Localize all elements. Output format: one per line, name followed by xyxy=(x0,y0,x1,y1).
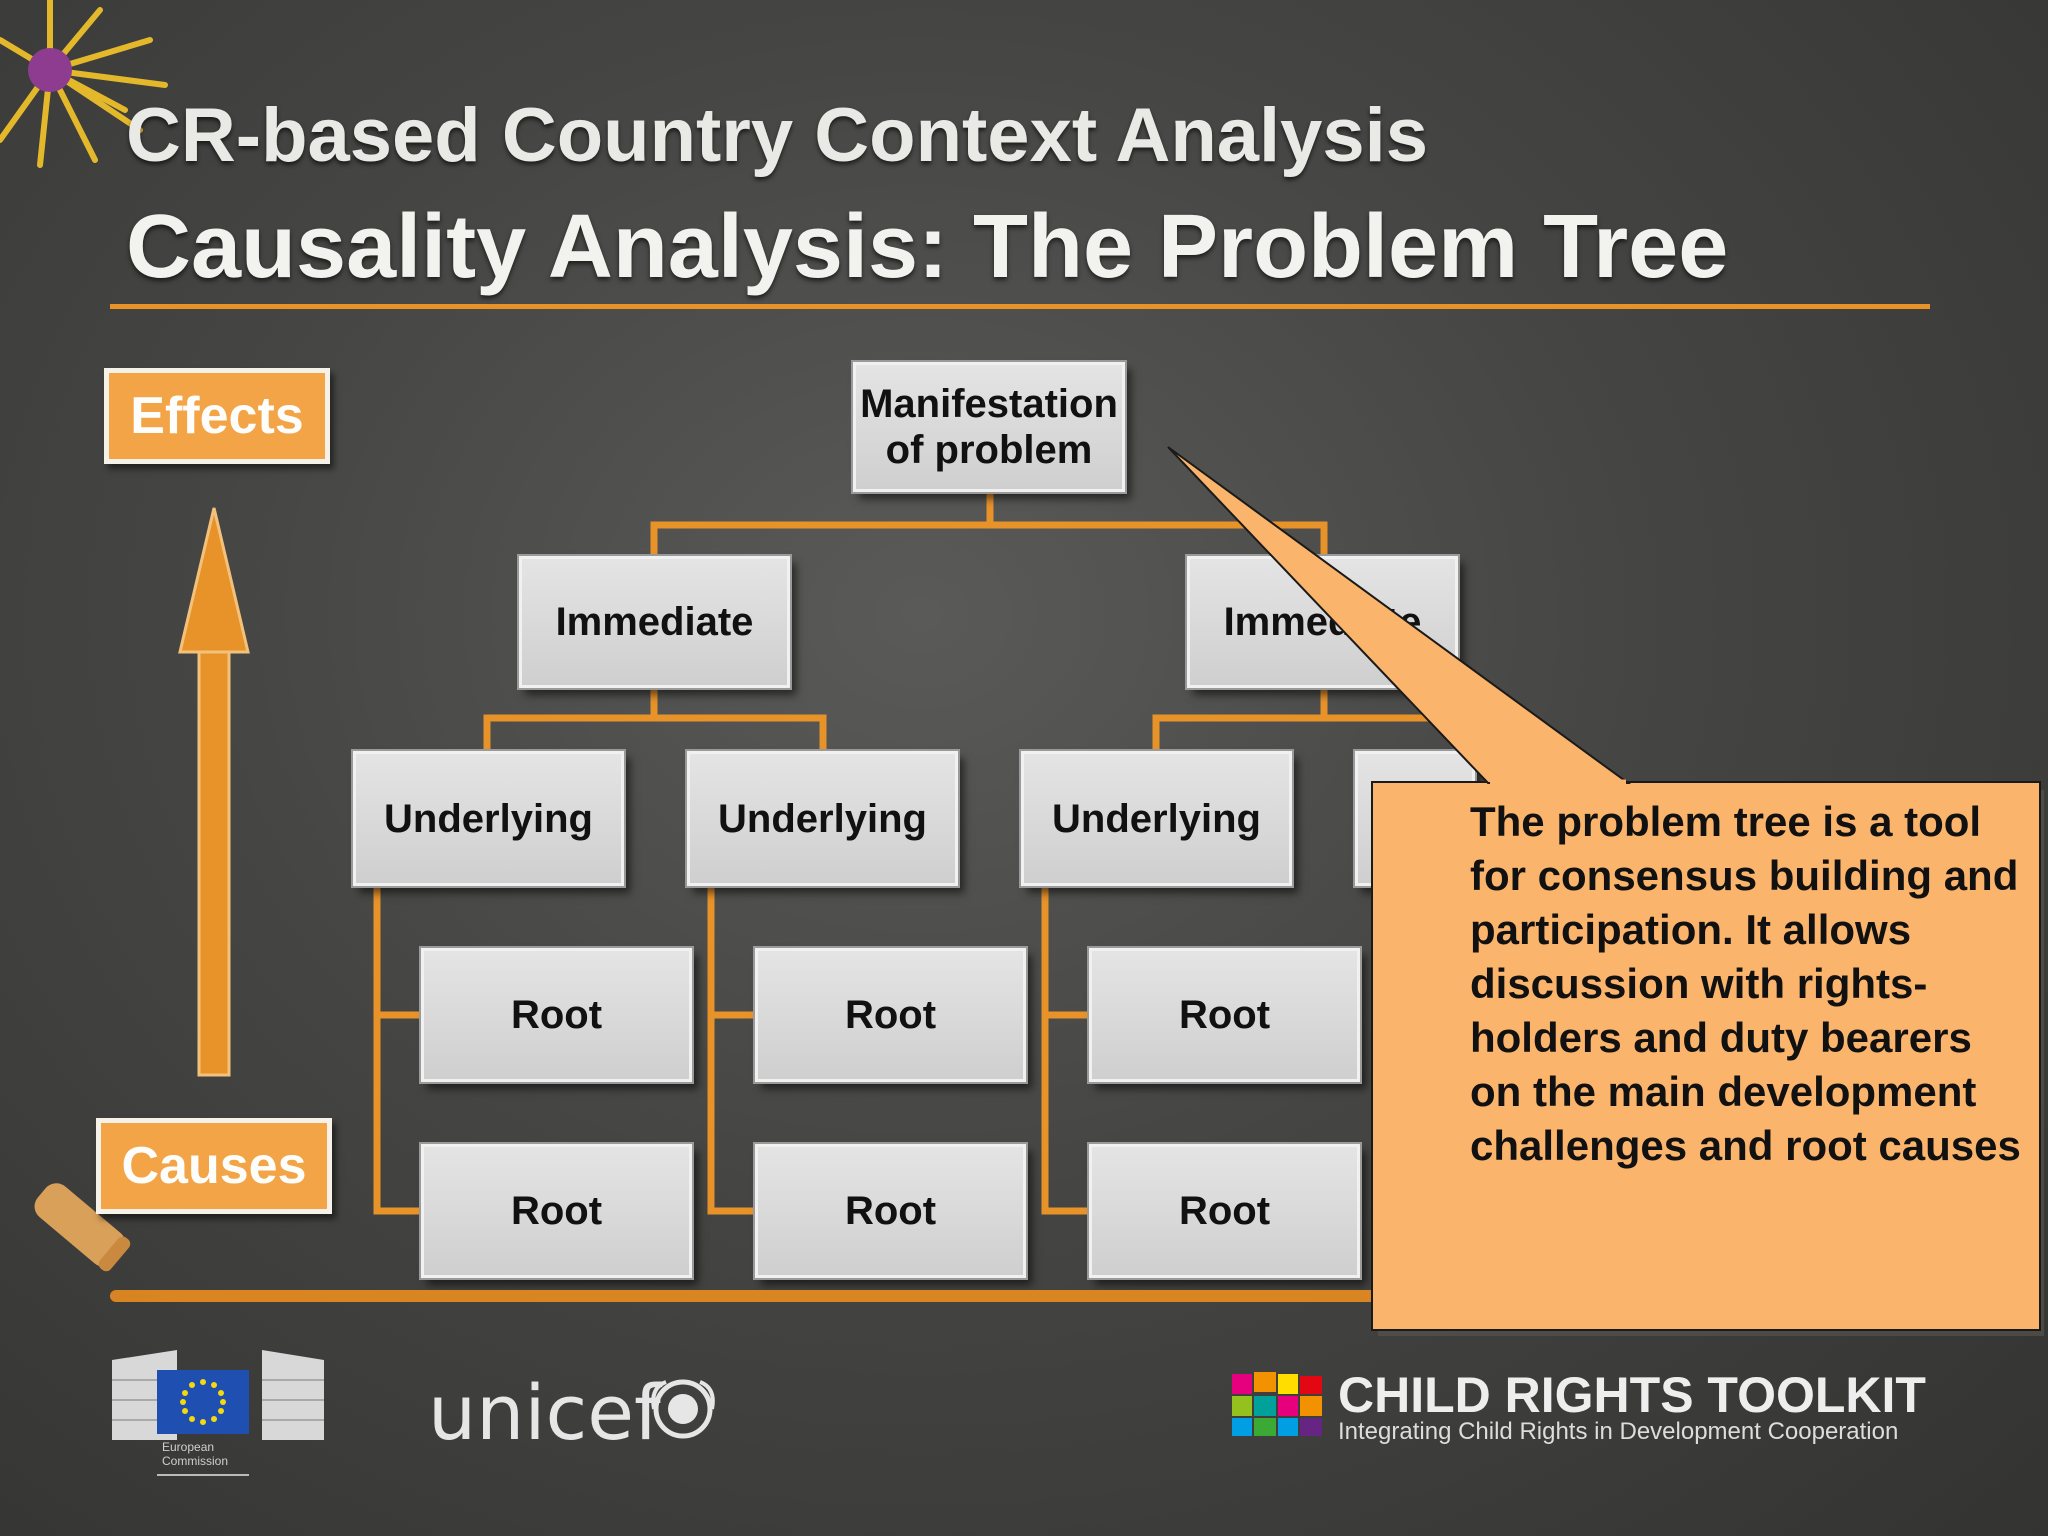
european-commission-logo-icon xyxy=(112,1350,324,1476)
root-node: Root xyxy=(419,946,694,1084)
chalk-baseline xyxy=(110,1290,1400,1302)
immediate-node: Immediate xyxy=(517,554,792,690)
root-node: Root xyxy=(419,1142,694,1280)
flower-icon xyxy=(0,0,168,168)
root-node: Root xyxy=(753,1142,1028,1280)
effects-arrow-icon xyxy=(178,507,250,1077)
causes-label: Causes xyxy=(96,1118,332,1214)
page-title: CR-based Country Context Analysis xyxy=(126,93,1429,178)
title-divider xyxy=(110,304,1930,309)
effects-label: Effects xyxy=(104,368,330,464)
root-node: Root xyxy=(753,946,1028,1084)
toolkit-subtitle: Integrating Child Rights in Development … xyxy=(1338,1418,1899,1445)
underlying-node: Underlying xyxy=(351,749,626,888)
unicef-logo: unicef xyxy=(428,1368,661,1457)
chalk-icon xyxy=(34,1183,131,1272)
toolkit-title: CHILD RIGHTS TOOLKIT xyxy=(1338,1367,1926,1423)
european-commission-label: European Commission xyxy=(162,1440,229,1468)
root-node: Root xyxy=(1087,946,1362,1084)
underlying-node: Underlying xyxy=(1019,749,1294,888)
unicef-emblem-icon xyxy=(651,1379,715,1439)
manifestation-node: Manifestation of problem xyxy=(851,360,1127,494)
underlying-node: Underlying xyxy=(685,749,960,888)
child-rights-toolkit-icon xyxy=(1232,1372,1322,1436)
callout-text: The problem tree is a tool for consensus… xyxy=(1470,798,2021,1169)
root-node: Root xyxy=(1087,1142,1362,1280)
page-subtitle: Causality Analysis: The Problem Tree xyxy=(126,197,1729,297)
